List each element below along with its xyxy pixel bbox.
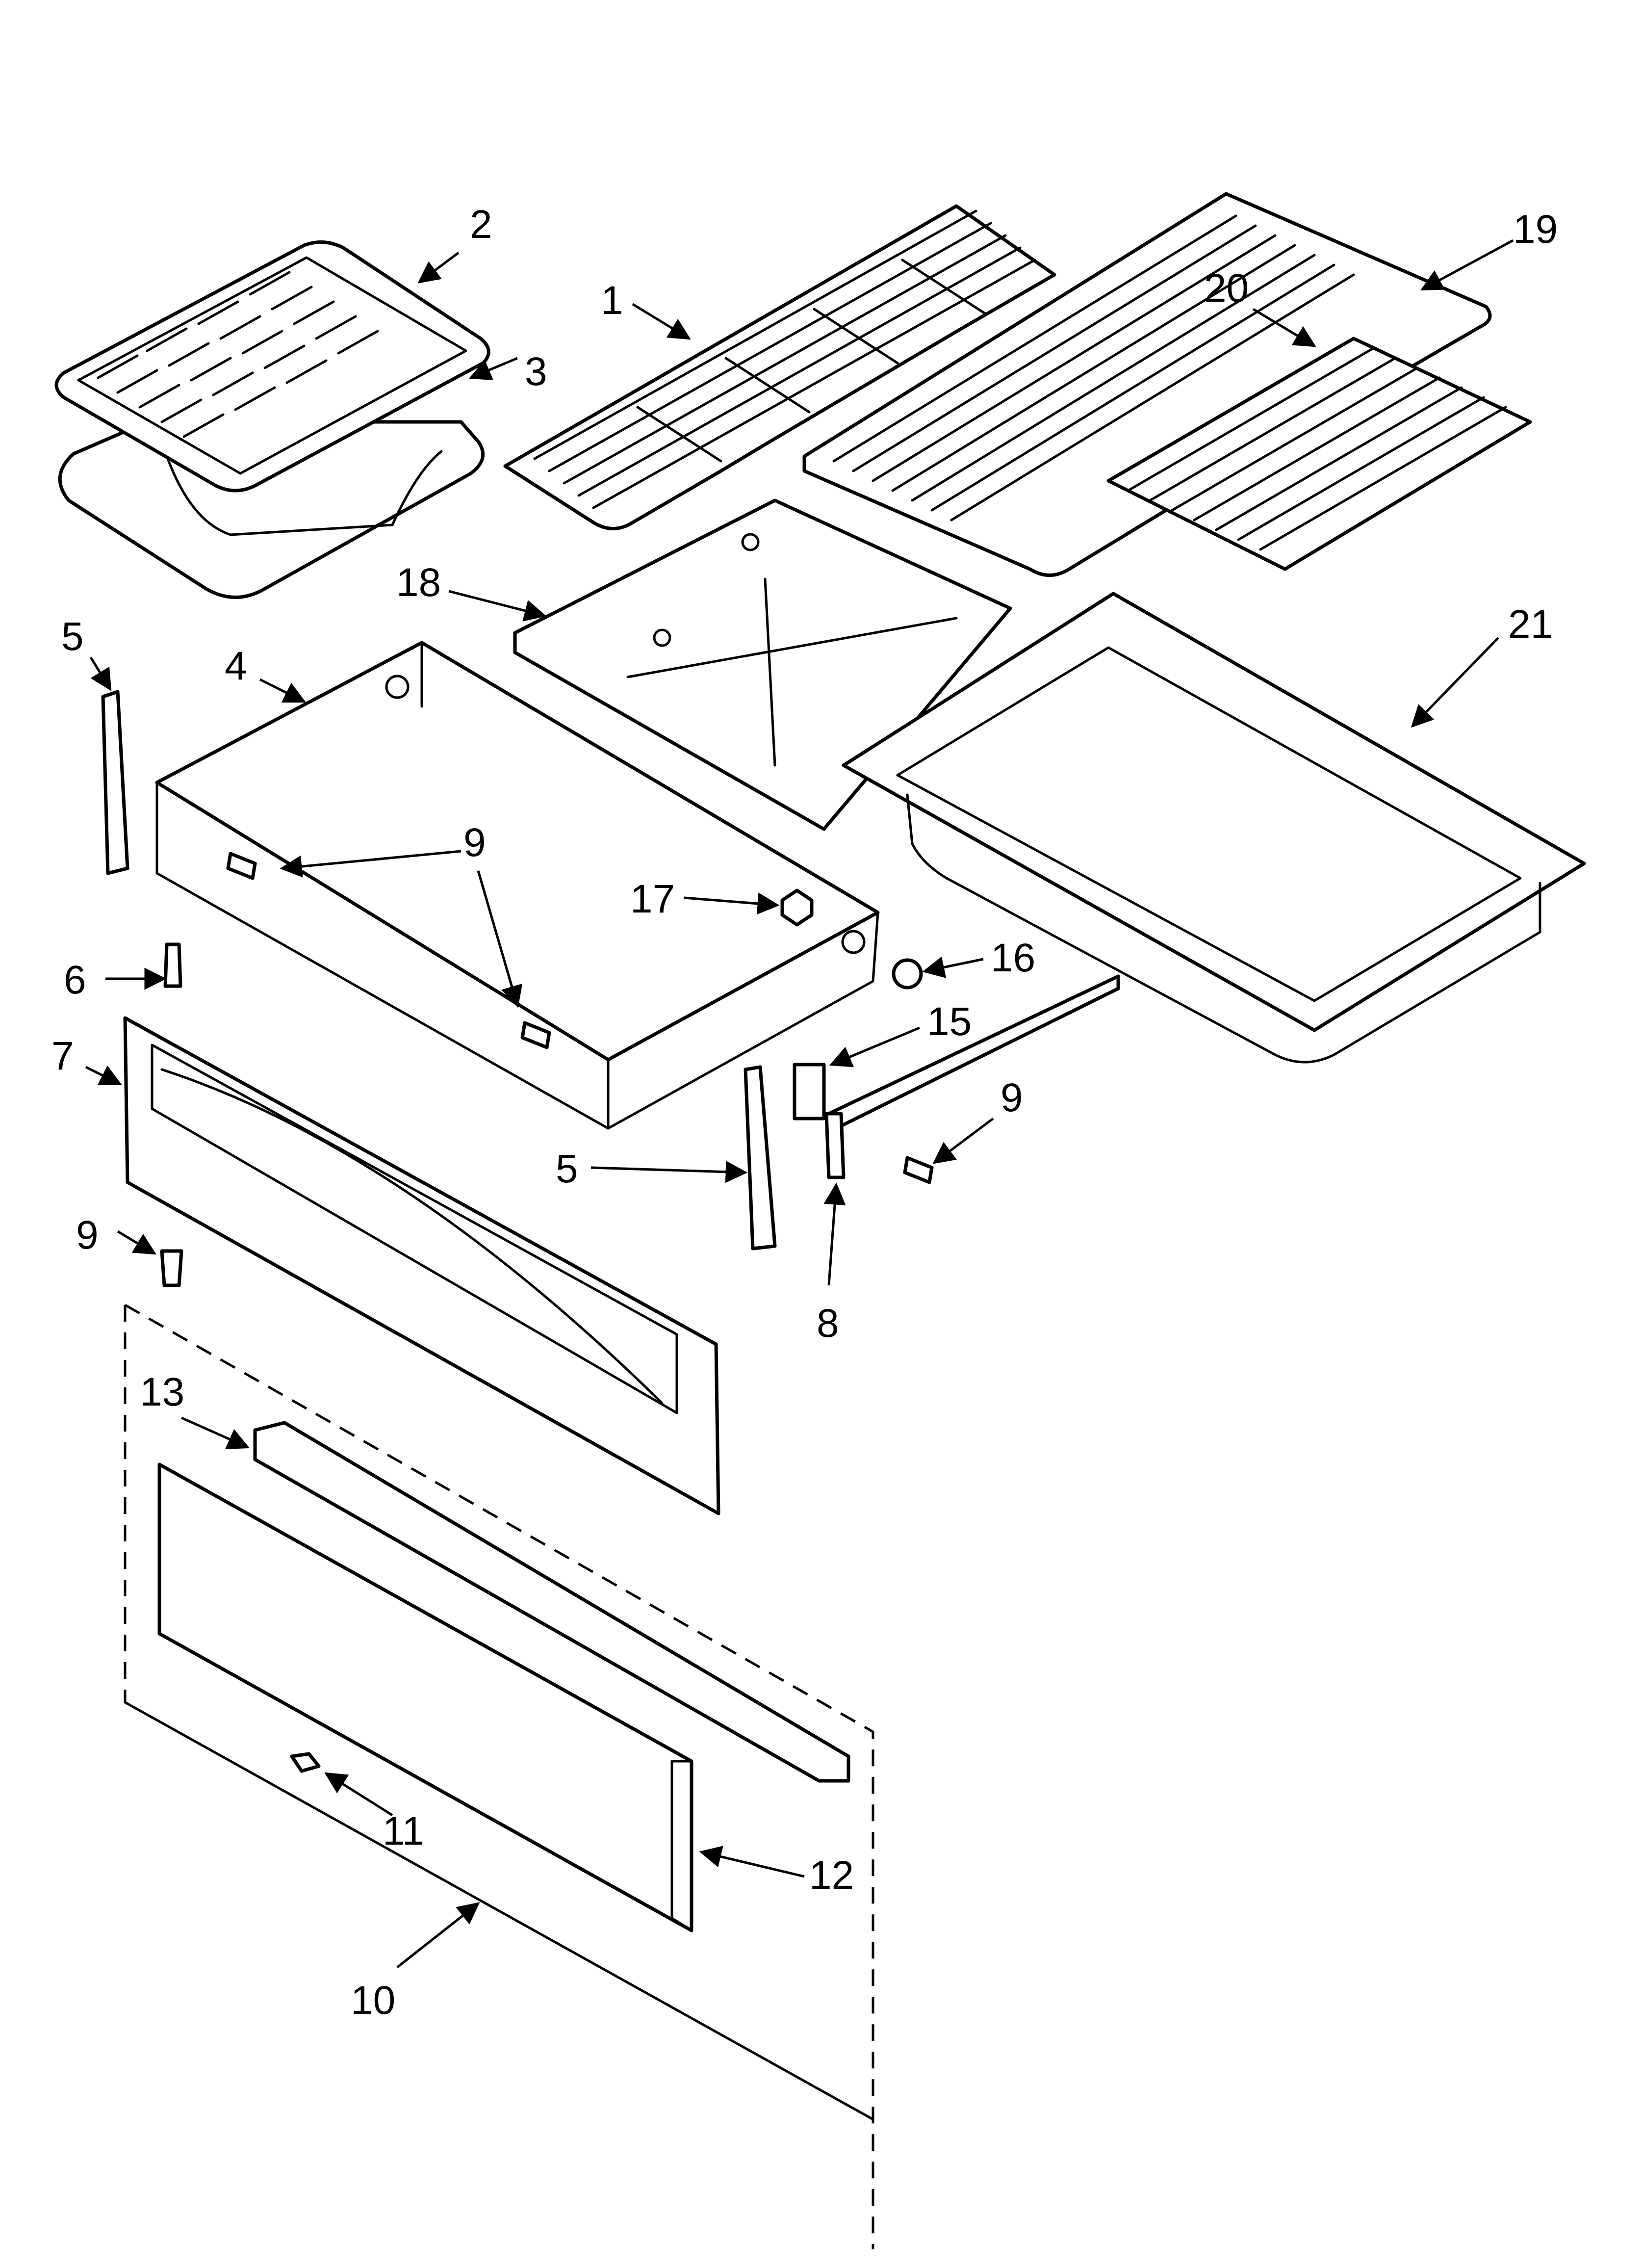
drawer-body xyxy=(155,641,880,1130)
trim-bar xyxy=(253,1421,850,1783)
broiler-grid-slots xyxy=(97,271,379,438)
callout-8: 8 xyxy=(817,1301,839,1346)
callout-7: 7 xyxy=(51,1034,74,1078)
small-rack xyxy=(1106,337,1532,571)
grommet xyxy=(892,958,923,990)
callout-2: 2 xyxy=(470,202,492,247)
callout-21: 21 xyxy=(1508,602,1553,647)
callout-13: 13 xyxy=(140,1370,184,1414)
drawer-front-frame xyxy=(123,1016,720,1515)
broiler-pan xyxy=(58,420,485,599)
oven-rack-right xyxy=(802,192,1492,577)
callout-9-right: 9 xyxy=(1001,1075,1023,1120)
drawer-rail-bracket xyxy=(793,974,1120,1179)
callout-12: 12 xyxy=(809,1853,854,1898)
callout-18: 18 xyxy=(396,560,441,605)
callout-17: 17 xyxy=(630,877,675,921)
drawer-panel xyxy=(157,1462,693,1932)
callout-5-right: 5 xyxy=(556,1147,578,1191)
screws xyxy=(160,852,934,1287)
callout-11: 11 xyxy=(383,1809,424,1853)
nut xyxy=(780,888,814,927)
slide-bracket-left xyxy=(101,690,129,875)
callout-3: 3 xyxy=(525,349,547,394)
callout-10: 10 xyxy=(351,1978,395,2023)
drawer-pan xyxy=(842,592,1586,1064)
callout-1: 1 xyxy=(601,278,623,323)
leader-lines xyxy=(85,239,1514,1968)
panel-clip xyxy=(290,1752,321,1773)
slide-bracket-right xyxy=(744,1065,777,1251)
callout-5-left: 5 xyxy=(61,614,84,659)
callout-4: 4 xyxy=(225,644,247,688)
callout-labels: 1 2 3 4 5 5 6 7 8 9 9 9 10 11 12 13 15 1… xyxy=(51,202,1558,2023)
callout-6: 6 xyxy=(64,958,86,1002)
callout-15: 15 xyxy=(927,999,972,1044)
drawer-panel-assembly-outline xyxy=(124,1303,874,2249)
broiler-grid xyxy=(54,240,490,493)
callout-9-top: 9 xyxy=(463,820,486,865)
callout-16: 16 xyxy=(991,936,1035,980)
callout-20: 20 xyxy=(1204,266,1249,311)
callout-9-left: 9 xyxy=(76,1213,99,1257)
stud xyxy=(163,942,182,988)
oven-rack xyxy=(503,204,1056,530)
callout-19: 19 xyxy=(1513,207,1558,252)
